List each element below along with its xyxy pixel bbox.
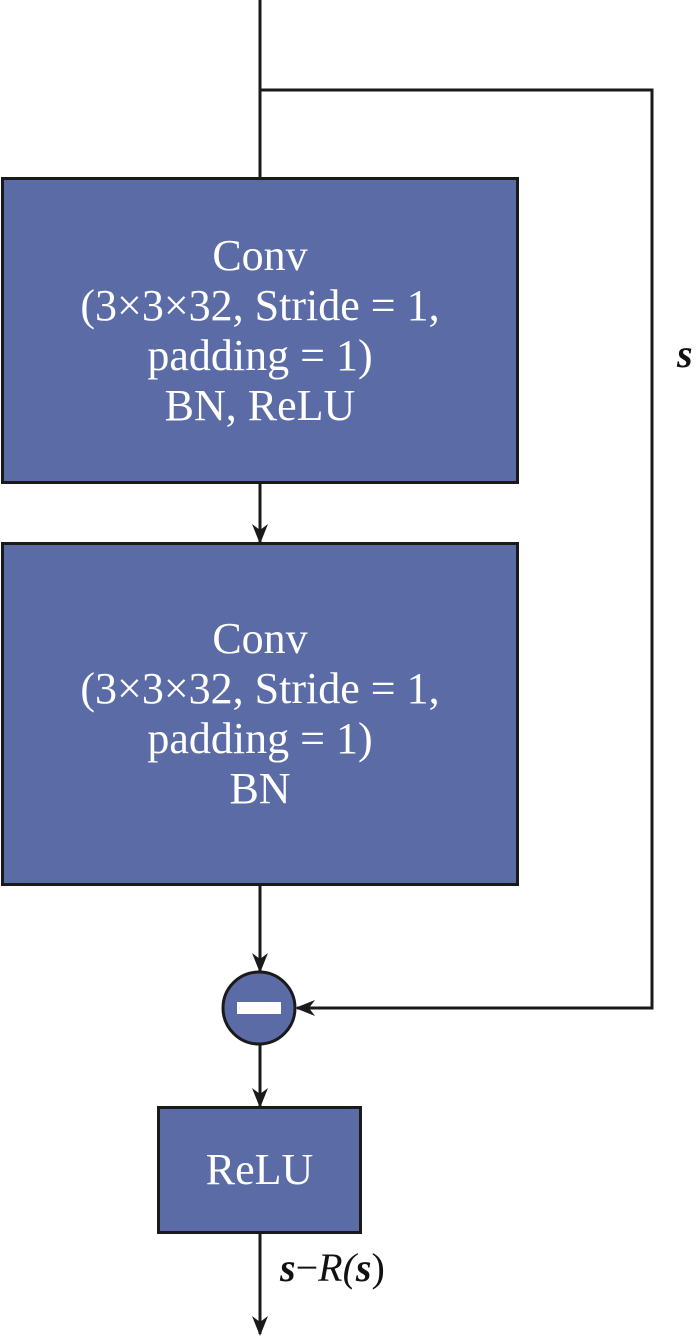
block-line: (3×3×32, Stride = 1, [80, 664, 440, 713]
subtract-node [221, 970, 297, 1046]
block-line: (3×3×32, Stride = 1, [80, 280, 440, 330]
block-line: padding = 1) [147, 330, 373, 380]
block-line: BN [229, 764, 291, 813]
skip-label: s [677, 331, 693, 376]
minus-icon [237, 1002, 281, 1014]
block-line: BN, ReLU [164, 380, 356, 430]
relu-block: ReLU [157, 1106, 362, 1234]
skip-connection [260, 88, 654, 1016]
output-minus: − [295, 1245, 319, 1290]
block-line: padding = 1) [147, 714, 373, 763]
output-R: R( [318, 1245, 356, 1290]
block-line: Conv [212, 230, 308, 280]
output-label: s−R(s) [280, 1244, 385, 1291]
block-line: Conv [212, 614, 308, 663]
output-close: ) [371, 1245, 385, 1290]
output-s-inner: s [355, 1245, 372, 1290]
output-s: s [280, 1245, 296, 1290]
conv-block-1: Conv (3×3×32, Stride = 1, padding = 1) B… [1, 177, 519, 484]
conv-block-2: Conv (3×3×32, Stride = 1, padding = 1) B… [1, 542, 519, 886]
relu-label: ReLU [205, 1145, 314, 1194]
